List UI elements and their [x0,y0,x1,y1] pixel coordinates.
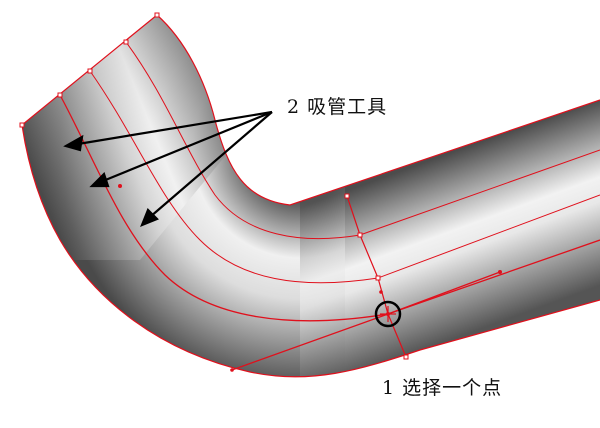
iso-curves [59,41,600,322]
selected-point-marker[interactable] [374,300,402,328]
eyedropper-arrows [63,110,273,227]
eyedropper-tool-label: 2 吸管工具 [287,96,388,118]
select-point-label: 1 选择一个点 [382,377,503,399]
outer-bend-edge [21,124,600,378]
inner-bend-edge [156,14,600,206]
point-dots [118,184,502,372]
control-points [19,12,409,360]
